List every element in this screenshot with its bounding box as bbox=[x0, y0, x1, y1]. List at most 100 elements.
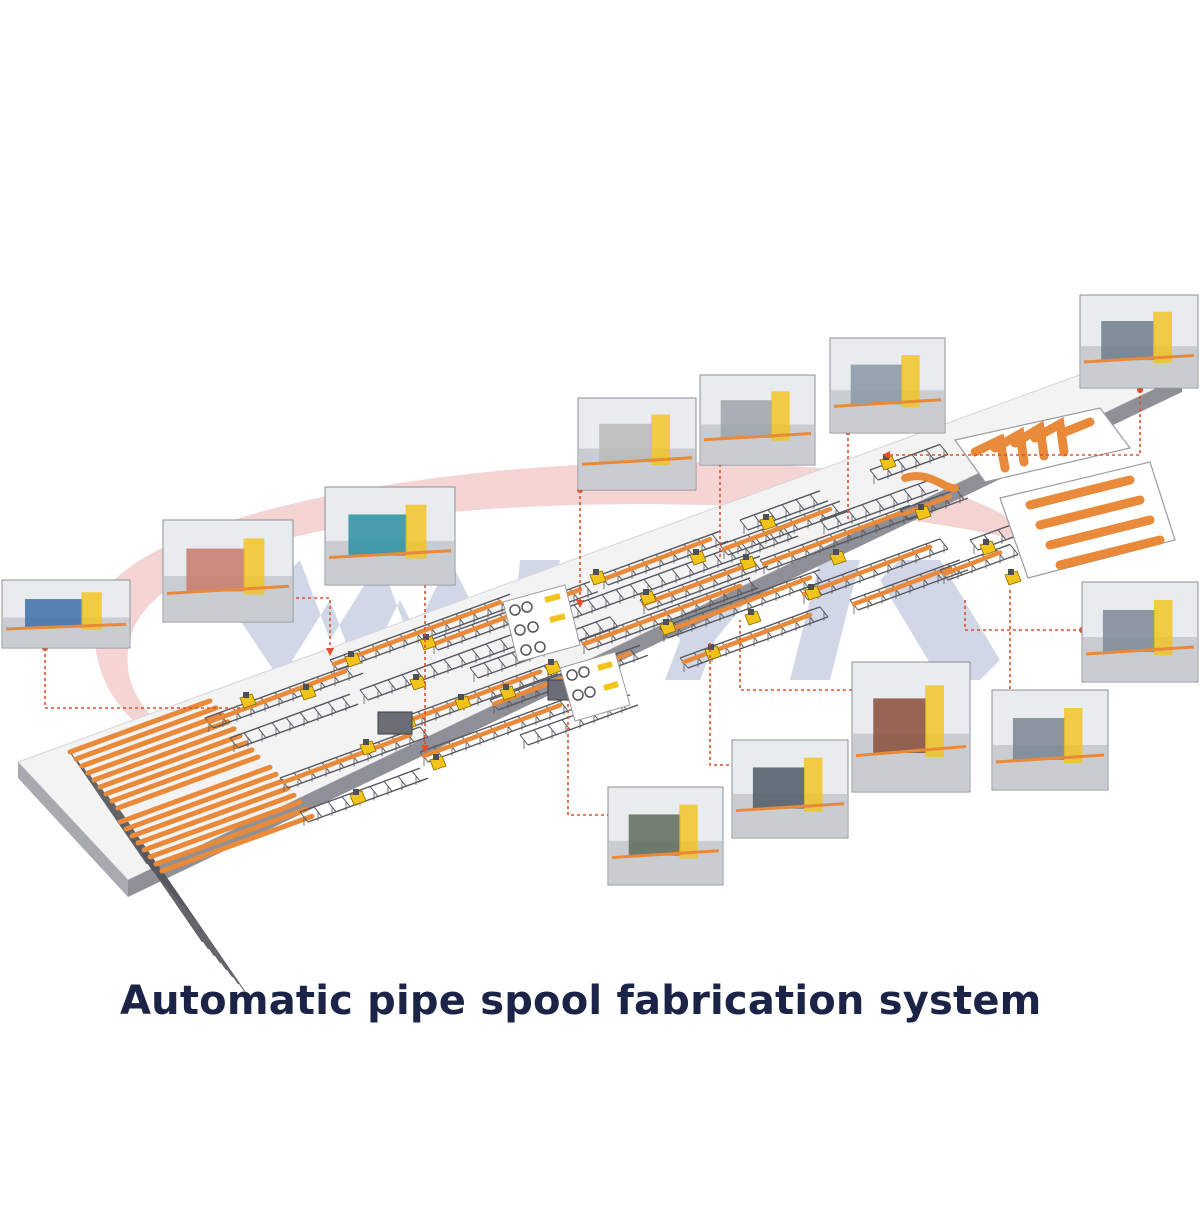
rack-support bbox=[149, 856, 233, 978]
machine-icon bbox=[739, 554, 757, 571]
conveyor-section bbox=[819, 479, 939, 534]
workstations bbox=[239, 454, 1022, 806]
machine-head bbox=[548, 659, 554, 665]
pipe-on-conveyor bbox=[721, 506, 833, 552]
photo-machine bbox=[1012, 718, 1066, 760]
machine-icon bbox=[239, 692, 257, 709]
machine-head bbox=[763, 514, 769, 520]
conveyor-rail bbox=[367, 637, 539, 701]
raw-pipe bbox=[147, 799, 303, 860]
machine-head bbox=[918, 504, 924, 510]
machine-icon bbox=[689, 549, 707, 566]
machine-head bbox=[808, 584, 814, 590]
photo-machine bbox=[752, 767, 806, 809]
photo-pipe bbox=[1085, 645, 1195, 656]
photo-machine-accent bbox=[651, 414, 671, 466]
machine-head bbox=[833, 549, 839, 555]
photo-machine bbox=[628, 814, 681, 856]
photo-pipe bbox=[1083, 353, 1195, 364]
pipe-on-conveyor bbox=[801, 544, 933, 597]
photo-pipe bbox=[855, 745, 967, 758]
conveyor-section bbox=[419, 696, 579, 766]
photo-machine-accent bbox=[405, 504, 427, 559]
raw-pipe bbox=[79, 712, 225, 769]
machine-head bbox=[983, 539, 989, 545]
machine-icon bbox=[454, 694, 472, 711]
photo-pipe bbox=[328, 549, 452, 560]
photo-pipe bbox=[735, 802, 845, 813]
conveyor-section bbox=[849, 559, 969, 614]
photo-pipe bbox=[166, 584, 290, 595]
callout-line-1 bbox=[44, 648, 240, 709]
pipe-on-conveyor bbox=[761, 511, 903, 567]
rack-support bbox=[137, 842, 221, 964]
machine-head bbox=[743, 554, 749, 560]
conveyor-section bbox=[759, 504, 919, 574]
photo-thumbnail-icon bbox=[324, 486, 456, 586]
pipe-on-conveyor bbox=[601, 536, 713, 582]
conveyor-section bbox=[639, 555, 769, 614]
photo-thumbnail-icon bbox=[699, 374, 816, 466]
machine-icon bbox=[349, 789, 367, 806]
raw-pipe bbox=[159, 813, 315, 874]
machine-head bbox=[413, 674, 419, 680]
photo-thumbnail-icon bbox=[731, 739, 849, 839]
photo-thumbnail-icon bbox=[851, 661, 971, 793]
machine-icon bbox=[299, 684, 317, 701]
conveyor-rail bbox=[229, 693, 351, 739]
machine-head bbox=[593, 569, 599, 575]
photo-machine-accent bbox=[901, 355, 920, 408]
machine-icon bbox=[589, 569, 607, 586]
conveyor-rail bbox=[739, 490, 821, 521]
pipe-rack-icon bbox=[117, 764, 315, 992]
raw-pipe bbox=[85, 719, 231, 776]
photo-pipe bbox=[5, 622, 127, 631]
photo-pipe bbox=[703, 432, 812, 442]
raw-pipe bbox=[135, 785, 291, 846]
machine-head bbox=[353, 789, 359, 795]
machine-icon bbox=[344, 651, 362, 668]
rack-support bbox=[155, 863, 239, 985]
photo-machine-accent bbox=[1153, 311, 1173, 363]
conveyor-rail bbox=[899, 487, 961, 511]
conveyor-rail bbox=[877, 453, 949, 481]
photo-pipe bbox=[581, 456, 693, 466]
raw-pipe bbox=[153, 806, 309, 867]
pipe-on-conveyor bbox=[661, 575, 813, 635]
machine-head bbox=[708, 644, 714, 650]
conveyor-section bbox=[939, 543, 1019, 584]
conveyor-rail bbox=[969, 524, 1011, 541]
pipe-on-conveyor bbox=[581, 583, 743, 647]
callout-line-8 bbox=[964, 600, 1082, 631]
conveyor-section bbox=[359, 627, 539, 704]
diagram-caption: Automatic pipe spool fabrication system bbox=[120, 978, 1042, 1024]
raw-pipe bbox=[109, 747, 255, 804]
machine-icon bbox=[1004, 569, 1022, 586]
callout-arrowheads bbox=[326, 451, 890, 753]
photo-thumbnail-icon bbox=[991, 689, 1109, 791]
pipe-on-conveyor bbox=[941, 550, 1003, 577]
photo-thumbnail-icon bbox=[162, 519, 294, 623]
machine-head bbox=[433, 754, 439, 760]
conveyor-roller bbox=[781, 504, 791, 515]
photo-machine-accent bbox=[1063, 708, 1083, 763]
machine-icon bbox=[914, 504, 932, 521]
photo-thumbnails bbox=[1, 294, 1199, 886]
photo-machine-accent bbox=[679, 804, 698, 859]
photo-thumbnail-icon bbox=[1081, 581, 1199, 683]
pipe-on-conveyor bbox=[901, 493, 953, 517]
machine-icon bbox=[804, 584, 822, 601]
conveyor-rail bbox=[639, 555, 761, 601]
conveyor-section bbox=[279, 726, 429, 792]
raw-pipe bbox=[117, 764, 273, 825]
conveyor-section bbox=[599, 530, 729, 589]
conveyor-section bbox=[329, 593, 519, 674]
machine-head bbox=[243, 692, 249, 698]
conveyor-rail bbox=[299, 767, 421, 813]
conveyor-rail bbox=[599, 530, 721, 576]
pipe-on-conveyor bbox=[681, 612, 813, 665]
layout-tile-1 bbox=[502, 584, 581, 663]
photo-thumbnail-icon bbox=[607, 786, 724, 886]
machine-head bbox=[503, 684, 509, 690]
